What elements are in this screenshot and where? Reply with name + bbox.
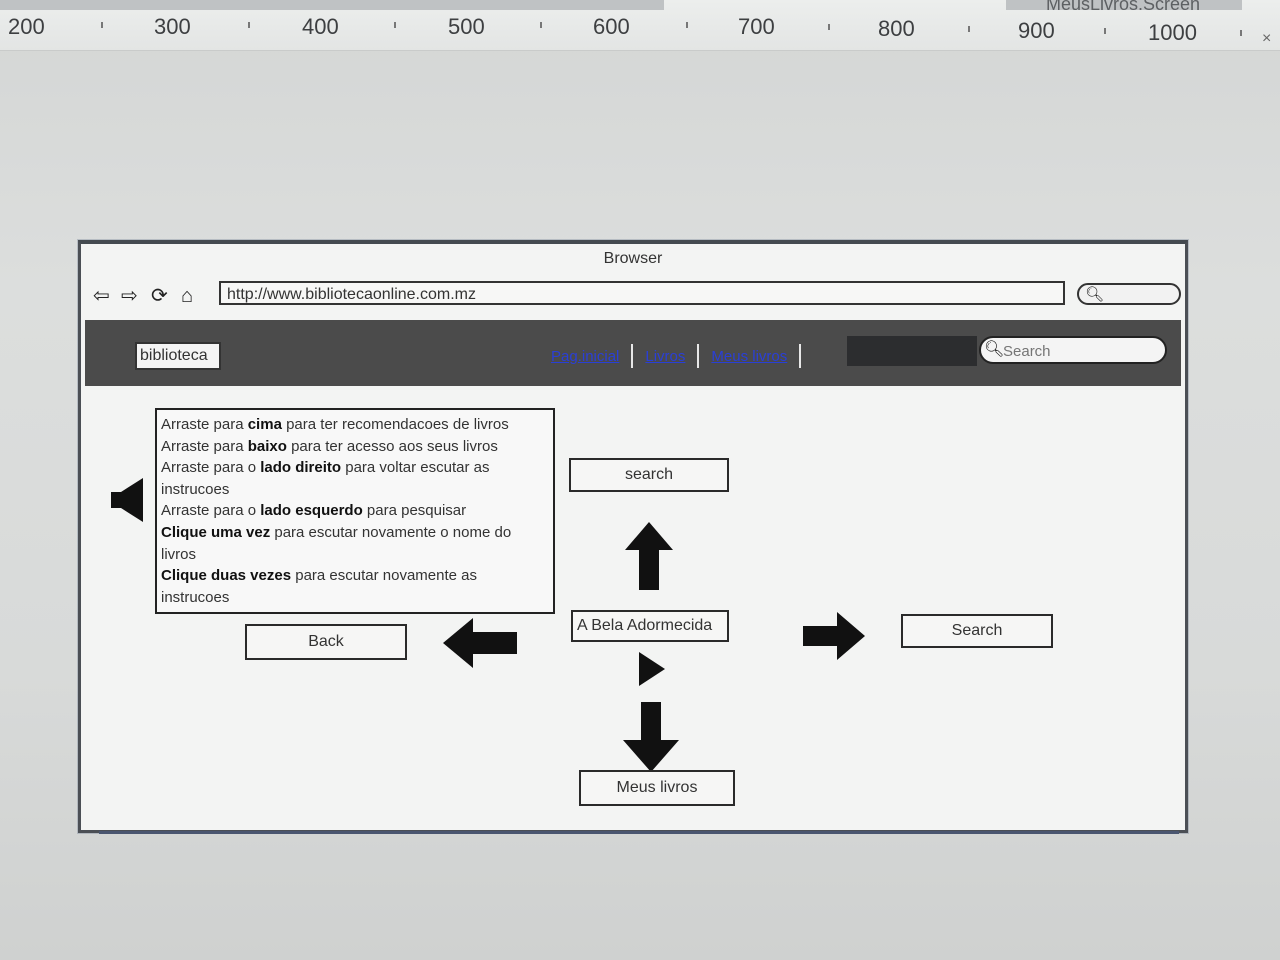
ruler-label: 700 [738,14,775,39]
back-arrow-icon[interactable]: ⇦ [93,285,110,307]
home-icon[interactable]: ⌂ [181,285,194,307]
ruler: MeusLivros.Screen × 200 300 400 500 600 … [0,0,1280,51]
browser-title: Browser [603,250,663,267]
ruler-minor-tick [968,26,970,32]
ruler-partial-tab: MeusLivros.Screen [1046,0,1201,14]
arrow-right-icon [803,612,865,660]
nav-link-books[interactable]: Livros [645,347,686,365]
forward-arrow-icon[interactable]: ⇨ [121,285,138,307]
ruler-minor-tick [686,22,688,28]
ruler-label: 800 [878,16,915,41]
ruler-minor-tick [1240,30,1242,36]
nav-link-home[interactable]: Pag.inicial [551,347,620,365]
search-right-button[interactable]: Search [901,614,1053,648]
arrow-up-icon [625,522,673,590]
nav-separator [697,344,700,368]
site-header: biblioteca Pag.inicial Livros Meus livro… [85,320,1181,386]
nav-separator [631,344,634,368]
ruler-minor-tick [394,22,396,28]
instructions-box: Arraste para cima para ter recomendacoes… [155,408,555,614]
back-button[interactable]: Back [245,624,407,660]
reload-icon[interactable]: ⟳ [151,285,168,307]
my-books-button[interactable]: Meus livros [579,770,735,806]
book-title-box[interactable]: A Bela Adormecida [571,610,729,642]
header-search[interactable]: 🔍︎ [979,336,1167,364]
ruler-minor-tick [1104,28,1106,34]
nav-link-my-books[interactable]: Meus livros [711,347,788,365]
magnifier-icon: 🔍︎ [1085,286,1105,303]
ruler-label: 600 [593,14,630,39]
search-icon: 🔍︎ [984,341,1005,358]
nav-separator [799,344,802,368]
ruler-minor-tick [101,22,103,28]
header-search-input[interactable] [1001,340,1155,362]
ruler-tab-strip-right [1006,0,1242,10]
speaker-icon[interactable] [109,478,145,522]
site-nav: Pag.inicial Livros Meus livros [551,344,813,368]
search-top-button[interactable]: search [569,458,729,492]
nav-active-tab[interactable] [847,336,977,366]
mockup-window: Browser ⇦ ⇨ ⟳ ⌂ http://www.bibliotecaonl… [78,240,1188,834]
ruler-label: 1000 [1148,20,1197,45]
ruler-minor-tick [248,22,250,28]
ruler-minor-tick [540,22,542,28]
close-icon: × [1262,30,1272,47]
browser-search-field[interactable]: 🔍︎ [1077,283,1181,305]
ruler-label: 900 [1018,18,1055,43]
ruler-minor-tick [828,24,830,30]
ruler-label: 500 [448,14,485,39]
site-logo: biblioteca [135,342,221,370]
ruler-label: 200 [8,14,45,39]
arrow-down-icon [623,702,679,772]
play-icon[interactable] [637,652,665,686]
url-field[interactable]: http://www.bibliotecaonline.com.mz [219,281,1065,305]
ruler-label: 400 [302,14,339,39]
browser-navbar: ⇦ ⇨ ⟳ ⌂ http://www.bibliotecaonline.com.… [89,278,1181,314]
ruler-tab-strip [0,0,664,10]
arrow-left-icon [443,618,517,668]
ruler-label: 300 [154,14,191,39]
